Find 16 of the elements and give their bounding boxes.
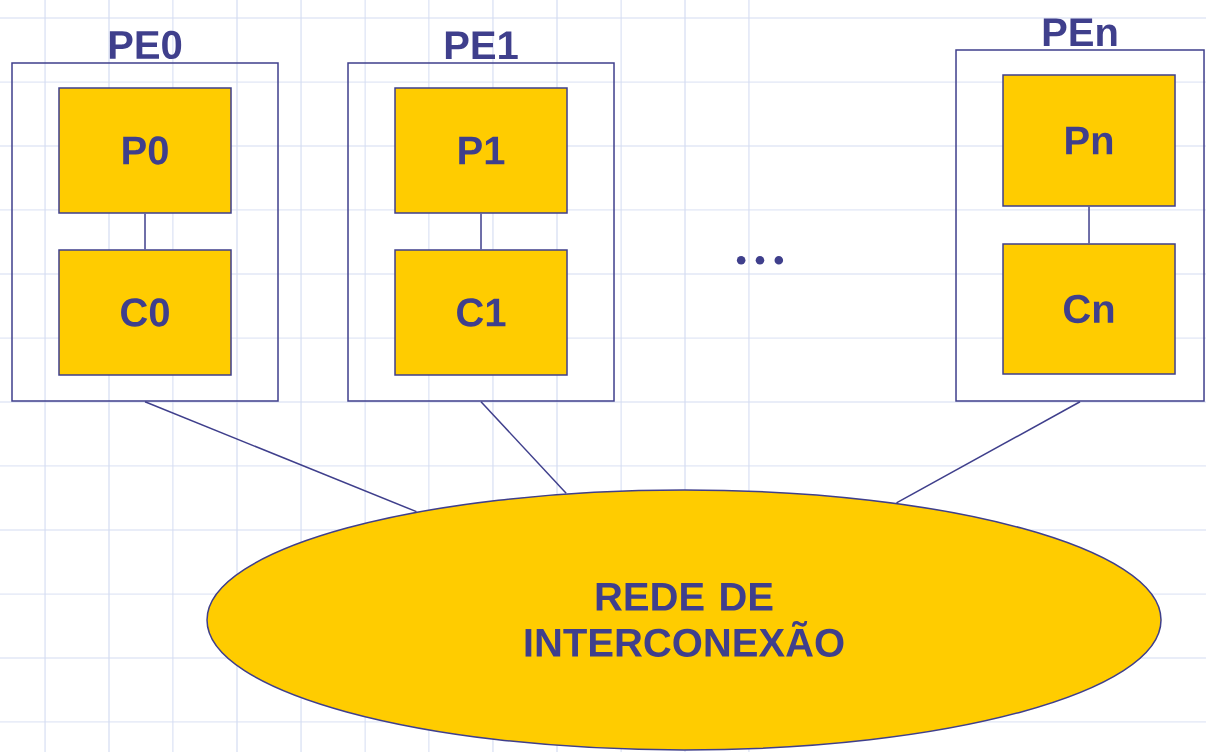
unit-box: P0 [58, 87, 232, 214]
connector-line [895, 401, 1081, 504]
unit-box: Cn [1002, 243, 1176, 375]
connector-line [1088, 206, 1090, 244]
node-label: PE1 [445, 31, 518, 60]
node-label: PEn [1043, 18, 1117, 47]
unit-box: P1 [394, 87, 568, 214]
connector-line [480, 401, 567, 495]
connector-line [480, 213, 482, 250]
ellipsis: • • • [736, 255, 784, 265]
connector-line [144, 401, 418, 513]
node-label: PE0 [109, 30, 182, 60]
unit-box: Pn [1002, 74, 1176, 207]
connector-line [144, 213, 146, 250]
unit-box: C0 [58, 249, 232, 376]
unit-box: C1 [394, 249, 568, 376]
